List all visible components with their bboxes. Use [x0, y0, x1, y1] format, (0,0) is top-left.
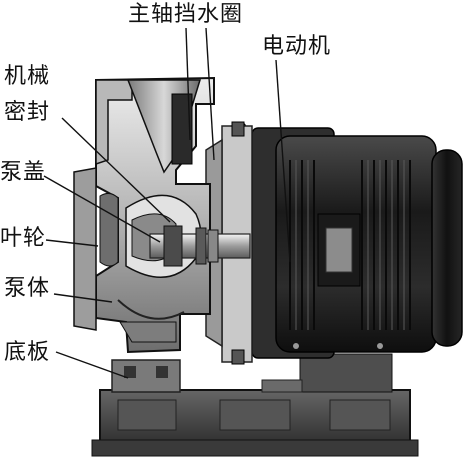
label-shaft-water-ring: 主轴挡水圈: [128, 2, 244, 27]
label-impeller: 叶轮: [0, 226, 47, 251]
shaft: [149, 225, 251, 267]
base-plate: [91, 353, 419, 457]
label-pump-cover: 泵盖: [0, 160, 47, 185]
label-mechanical-seal-line1: 机械: [4, 64, 51, 89]
motor-body: [233, 121, 463, 363]
label-mechanical-seal-line2: 密封: [4, 100, 51, 125]
label-pump-body: 泵体: [4, 276, 51, 301]
label-motor: 电动机: [262, 34, 332, 59]
label-base-plate: 底板: [4, 340, 51, 365]
leader-lines: [43, 27, 291, 379]
